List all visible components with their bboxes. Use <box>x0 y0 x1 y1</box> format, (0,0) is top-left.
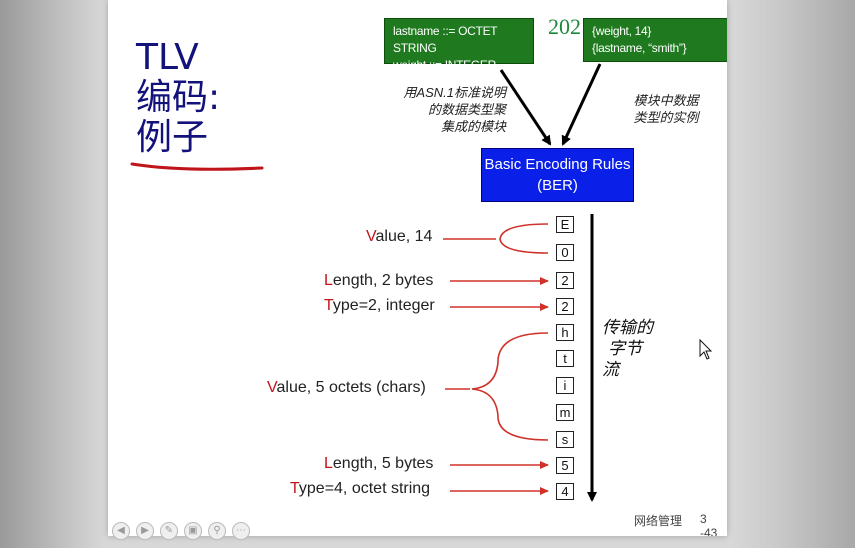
presentation-toolbar: ◀ ▶ ✎ ▣ ⚲ ⋯ <box>112 522 250 540</box>
stream-line-2: 字节 <box>608 339 642 359</box>
asn1-line-1: lastname ::= OCTET STRING <box>393 24 498 55</box>
byte-box: s <box>556 431 574 448</box>
label-type-4: Type=4, octet string <box>290 480 430 498</box>
label-initial: V <box>267 379 277 396</box>
zoom-icon[interactable]: ⚲ <box>208 522 226 540</box>
asn1-line-2: weight ::= INTEGER <box>393 58 496 72</box>
byte-box: 0 <box>556 244 574 261</box>
note-instance-line-1: 模块中数据 <box>633 93 699 108</box>
note-module-line-1: 用ASN.1标准说明 <box>403 85 506 100</box>
right-background <box>727 0 855 548</box>
label-text: ype=2, integer <box>332 297 435 314</box>
byte-box: i <box>556 377 574 394</box>
ber-box: Basic Encoding Rules (BER) <box>481 148 634 202</box>
byte-box: t <box>556 350 574 367</box>
pen-icon[interactable]: ✎ <box>160 522 178 540</box>
slide-title: TLV 编码: 例子 <box>136 38 220 158</box>
note-module-line-2: 的数据类型聚 <box>427 102 506 117</box>
footer-text: 网络管理 <box>634 514 683 528</box>
note-instance: 模块中数据 类型的实例 <box>604 92 727 126</box>
byte-box: E <box>556 216 574 233</box>
label-initial: L <box>324 272 333 289</box>
byte-box: h <box>556 324 574 341</box>
label-length-2: Length, 2 bytes <box>324 272 433 290</box>
prev-icon[interactable]: ◀ <box>112 522 130 540</box>
title-line-1: TLV <box>136 37 199 78</box>
title-line-3: 例子 <box>136 117 209 158</box>
stream-line-1: 传输的 <box>602 318 653 338</box>
note-instance-line-2: 类型的实例 <box>633 110 699 125</box>
more-icon[interactable]: ⋯ <box>232 522 250 540</box>
byte-box: 4 <box>556 483 574 500</box>
label-text: ength, 2 bytes <box>332 272 434 289</box>
ber-line-1: Basic Encoding Rules <box>484 156 631 173</box>
label-initial: T <box>290 480 299 497</box>
note-module: 用ASN.1标准说明 的数据类型聚 集成的模块 <box>358 84 506 135</box>
header-text: 202 <box>548 14 581 39</box>
arrow-instance-to-ber <box>561 63 602 146</box>
byte-stream-label: 传输的 字节 流 <box>602 318 653 381</box>
stream-line-3: 流 <box>602 360 619 380</box>
title-underline <box>130 162 264 171</box>
label-type-2: Type=2, integer <box>324 297 435 315</box>
label-text: alue, 14 <box>375 228 433 245</box>
diagram-lines <box>443 63 602 502</box>
label-initial: L <box>324 455 333 472</box>
instance-line-2: {lastname, “smith”} <box>592 41 687 55</box>
label-text: alue, 5 octets (chars) <box>276 379 426 396</box>
ber-line-2: (BER) <box>537 177 578 194</box>
slides-icon[interactable]: ▣ <box>184 522 202 540</box>
label-text: ype=4, octet string <box>298 480 431 497</box>
byte-box: m <box>556 404 574 421</box>
byte-box: 2 <box>556 272 574 289</box>
arrow-module-to-ber <box>499 69 552 146</box>
label-initial: V <box>366 228 376 245</box>
page-number: 3 -43 <box>700 512 718 536</box>
instance-line-1: {weight, 14} <box>592 24 652 38</box>
title-line-2: 编码: <box>136 77 221 118</box>
label-value-5: Value, 5 octets (chars) <box>267 379 426 397</box>
label-length-5: Length, 5 bytes <box>324 455 433 473</box>
byte-box: 5 <box>556 457 574 474</box>
label-value-14: Value, 14 <box>366 228 432 246</box>
next-icon[interactable]: ▶ <box>136 522 154 540</box>
label-initial: T <box>324 297 333 314</box>
slide: TLV 编码: 例子 202 lastname ::= OCTET STRING… <box>108 0 727 536</box>
note-module-line-3: 集成的模块 <box>440 119 506 134</box>
left-background <box>0 0 108 548</box>
label-text: ength, 5 bytes <box>332 455 434 472</box>
asn1-module-box: lastname ::= OCTET STRING weight ::= INT… <box>384 18 534 72</box>
byte-box: 2 <box>556 298 574 315</box>
instance-box: {weight, 14} {lastname, “smith”} <box>583 18 727 62</box>
